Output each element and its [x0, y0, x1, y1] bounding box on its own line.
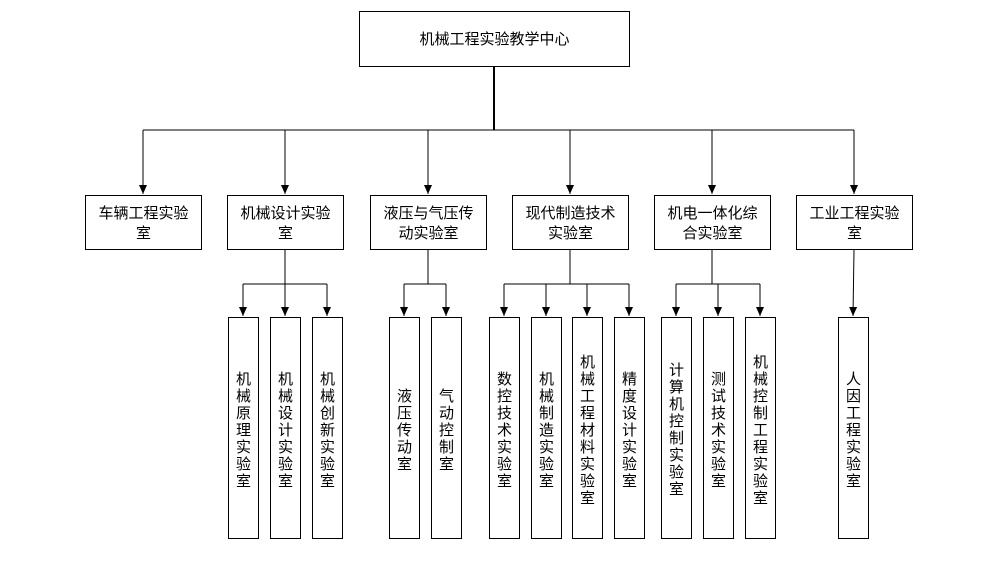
sublab-label: 人因工程实验室	[844, 370, 862, 490]
sublab-node: 人因工程实验室	[838, 317, 869, 539]
sublab-label: 气动控制室	[437, 387, 455, 473]
sublab-label: 机械工程材料实验室	[578, 353, 596, 507]
lab-node-label: 液压与气压传动实验室	[383, 203, 474, 242]
lab-node-manufacturing: 现代制造技术实验室	[512, 195, 629, 250]
sublab-node: 气动控制室	[431, 317, 462, 539]
lab-node-mechatronics: 机电一体化综合实验室	[654, 195, 771, 250]
sublab-label: 机械原理实验室	[234, 370, 252, 490]
lab-node-label: 机电一体化综合实验室	[667, 203, 758, 242]
sublab-label: 计算机控制实验室	[667, 362, 685, 498]
lab-node-vehicle: 车辆工程实验室	[85, 195, 202, 250]
sublab-node: 机械创新实验室	[312, 317, 343, 539]
lab-node-industrial: 工业工程实验室	[796, 195, 913, 250]
sublab-label: 机械设计实验室	[276, 370, 294, 490]
lab-node-mech-design: 机械设计实验室	[227, 195, 344, 250]
sublab-node: 精度设计实验室	[614, 317, 645, 539]
sublab-label: 机械控制工程实验室	[751, 353, 769, 507]
sublab-label: 液压传动室	[395, 387, 413, 473]
sublab-label: 测试技术实验室	[709, 370, 727, 490]
lab-node-hydraulic: 液压与气压传动实验室	[370, 195, 487, 250]
sublab-node: 数控技术实验室	[489, 317, 520, 539]
sublab-label: 机械制造实验室	[537, 370, 555, 490]
sublab-label: 精度设计实验室	[620, 370, 638, 490]
sublab-label: 数控技术实验室	[495, 370, 513, 490]
level2-arrow	[849, 249, 858, 317]
sublab-node: 机械控制工程实验室	[745, 317, 776, 539]
sublab-label: 机械创新实验室	[318, 370, 336, 490]
root-node-label: 机械工程实验教学中心	[419, 30, 570, 48]
lab-node-label: 车辆工程实验室	[98, 203, 189, 242]
sublab-node: 机械原理实验室	[228, 317, 259, 539]
sublab-node: 计算机控制实验室	[661, 317, 692, 539]
sublab-node: 测试技术实验室	[703, 317, 734, 539]
lab-node-label: 机械设计实验室	[240, 203, 331, 242]
root-node-box: 机械工程实验教学中心	[359, 11, 630, 67]
lab-node-label: 工业工程实验室	[809, 203, 900, 242]
lab-node-label: 现代制造技术实验室	[525, 203, 616, 242]
sublab-node: 液压传动室	[389, 317, 420, 539]
sublab-node: 机械制造实验室	[531, 317, 562, 539]
sublab-node: 机械设计实验室	[270, 317, 301, 539]
sublab-node: 机械工程材料实验室	[572, 317, 603, 539]
